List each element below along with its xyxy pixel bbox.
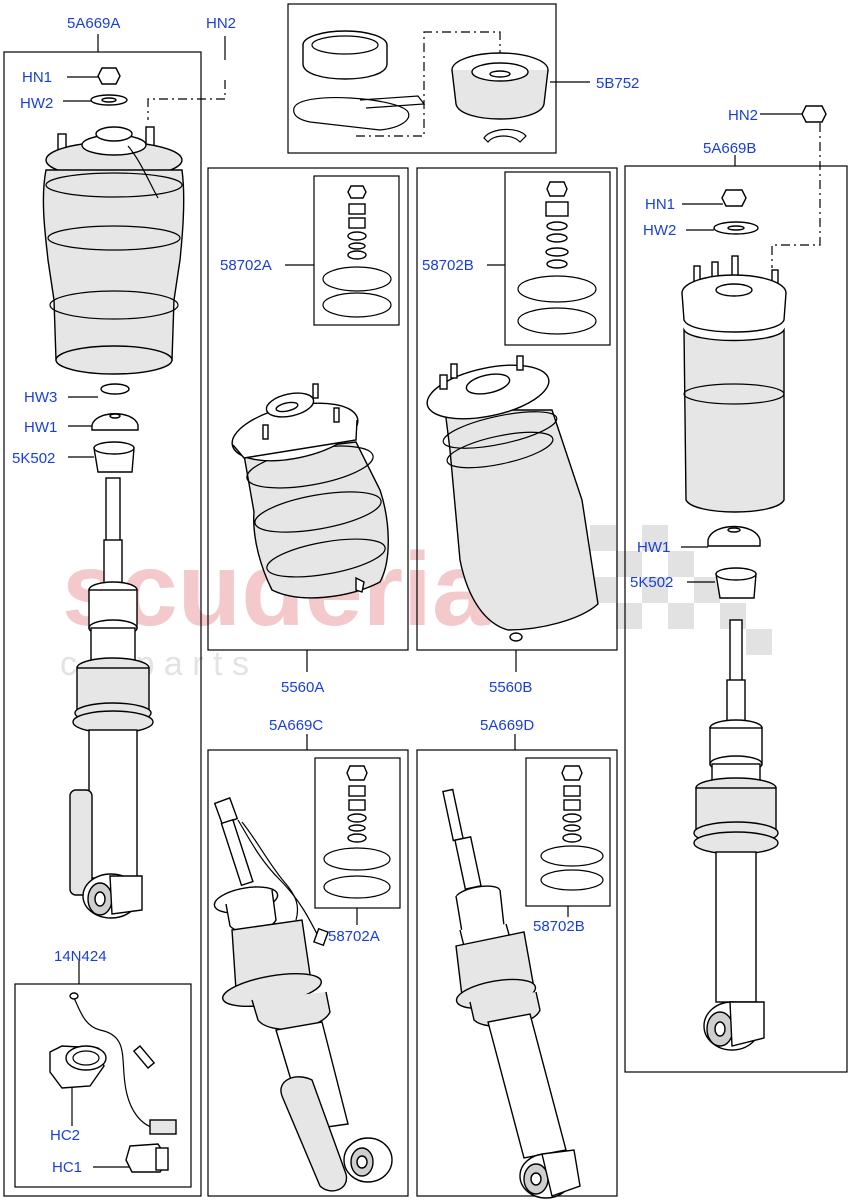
- label-5k502-left: 5K502: [12, 450, 55, 467]
- label-5560b: 5560B: [489, 679, 532, 696]
- callout-labels: 5A669A HN2 HN1 HW2 HW3 HW1 5K502 5B752 5…: [12, 15, 758, 1176]
- label-5560a: 5560A: [281, 679, 324, 696]
- label-5a669a: 5A669A: [67, 15, 120, 32]
- seal-kit-58702a-bottom: [323, 765, 391, 899]
- frame-5560a: [207, 167, 409, 651]
- frame-5a669d: [416, 749, 618, 1197]
- frame-seal-kit-a-top: [313, 175, 400, 326]
- shock-assembly-5a669a: [42, 67, 185, 919]
- seal-kit-58702a-top: [322, 185, 392, 318]
- group-frames: [3, 3, 848, 1197]
- frame-5a669c: [207, 749, 409, 1197]
- seal-kit-58702b-top: [517, 181, 597, 335]
- leader-lines: [63, 31, 821, 1168]
- label-58702b-top: 58702B: [422, 257, 474, 274]
- label-hn2-left: HN2: [206, 15, 236, 32]
- label-5b752: 5B752: [596, 75, 639, 92]
- seal-kit-58702b-bottom: [540, 765, 604, 891]
- height-sensor-14n424: [49, 992, 177, 1173]
- top-mount-kit-5b752: [293, 30, 549, 143]
- label-58702a-bottom: 58702A: [328, 928, 380, 945]
- label-5a669b: 5A669B: [703, 140, 756, 157]
- label-5k502-right: 5K502: [630, 574, 673, 591]
- shock-assembly-5a669b: [681, 105, 827, 1051]
- label-hw2-left: HW2: [20, 95, 53, 112]
- label-5a669d: 5A669D: [480, 717, 534, 734]
- label-hw1-left: HW1: [24, 419, 57, 436]
- label-hn2-right: HN2: [728, 107, 758, 124]
- label-5a669c: 5A669C: [269, 717, 323, 734]
- air-spring-5560a: [231, 383, 389, 599]
- label-58702a-top: 58702A: [220, 257, 272, 274]
- shock-assembly-5a669d: [442, 788, 581, 1199]
- shock-assembly-5a669c: [213, 797, 393, 1192]
- label-hw2-right: HW2: [643, 222, 676, 239]
- checkered-flag-graphic: [590, 525, 772, 655]
- label-hc2: HC2: [50, 1127, 80, 1144]
- frame-seal-kit-b-top: [504, 171, 611, 346]
- label-58702b-bottom: 58702B: [533, 918, 585, 935]
- frame-5a669a: [3, 51, 202, 1197]
- frame-5b752: [287, 3, 557, 154]
- frame-5560b: [416, 167, 618, 651]
- label-hn1-left: HN1: [22, 69, 52, 86]
- frame-14n424: [14, 983, 192, 1188]
- label-hc1: HC1: [52, 1159, 82, 1176]
- label-hw1-right: HW1: [637, 539, 670, 556]
- frame-5a669b: [624, 165, 848, 1073]
- label-14n424: 14N424: [54, 948, 107, 965]
- label-hn1-right: HN1: [645, 196, 675, 213]
- label-hw3: HW3: [24, 389, 57, 406]
- air-spring-5560b: [426, 355, 599, 642]
